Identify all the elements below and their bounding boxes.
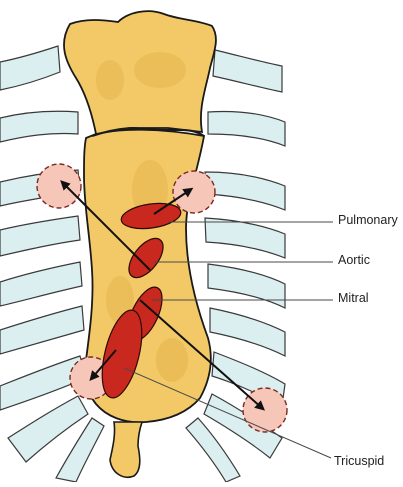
pulmonary-area — [173, 171, 215, 213]
ribs-left — [0, 46, 104, 482]
rib-left-1 — [0, 46, 60, 90]
rib-right-2 — [208, 111, 285, 146]
label-tricuspid: Tricuspid — [334, 454, 384, 468]
xiphoid-process — [110, 422, 142, 477]
rib-left-5 — [0, 262, 82, 306]
rib-left-4 — [0, 216, 80, 256]
rib-right-6 — [210, 308, 285, 356]
rib-left-2 — [0, 111, 78, 142]
label-pulmonary: Pulmonary — [338, 213, 398, 227]
mitral-area — [243, 388, 287, 432]
rib-right-1 — [213, 50, 282, 92]
rib-left-6 — [0, 306, 84, 354]
label-aortic: Aortic — [338, 253, 370, 267]
rib-right-5 — [208, 264, 285, 308]
rib-right-3 — [205, 172, 285, 210]
label-mitral: Mitral — [338, 291, 369, 305]
rib-right-4 — [205, 218, 285, 258]
aortic-area — [37, 164, 81, 208]
